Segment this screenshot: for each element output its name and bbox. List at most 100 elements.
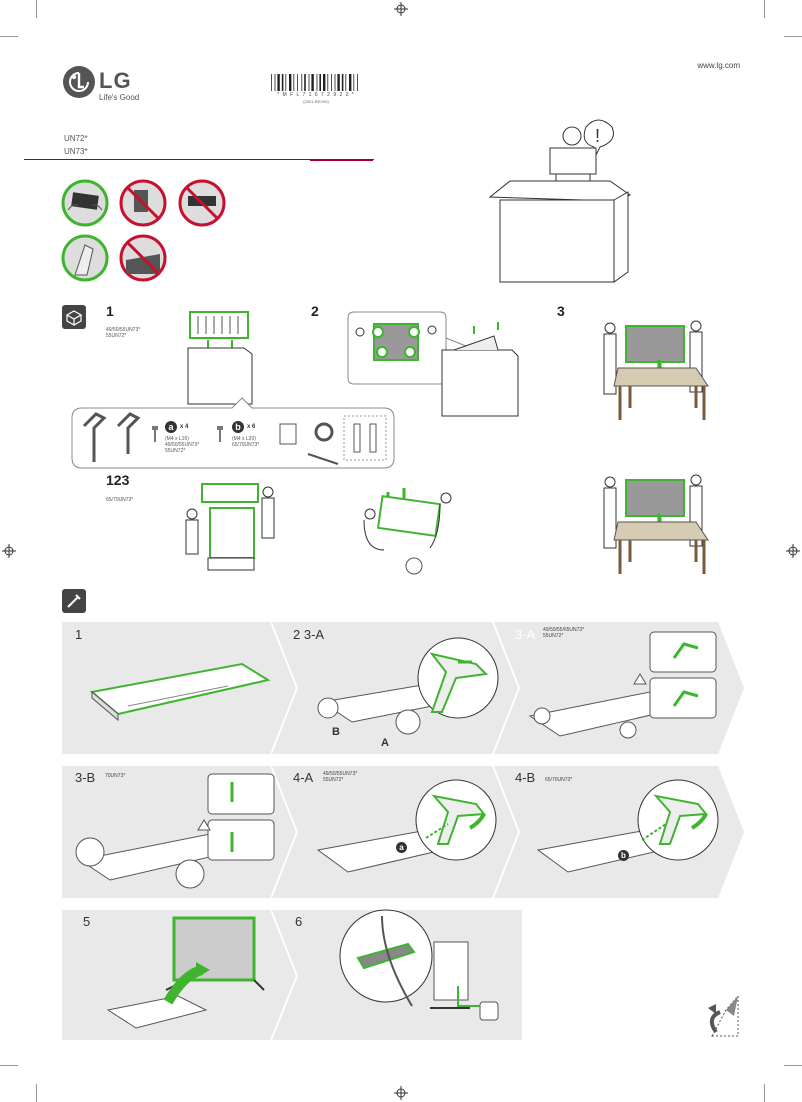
- crop-mark: [0, 36, 18, 37]
- open-box-illustration: [187, 311, 253, 405]
- unpack-step-1-note: 49/50/55UN73*55UN72*: [106, 327, 140, 339]
- barcode-bar: [337, 74, 340, 91]
- screw-b-spec: (M4 x L20)65/70UN73*: [232, 436, 259, 448]
- large-tv-on-table-illustration: [603, 474, 709, 574]
- barcode-bar: [293, 74, 295, 91]
- unpack-step-123-note: 65/70UN73*: [106, 497, 134, 503]
- screw-stand-large-illustration: [536, 779, 719, 873]
- assembly-step-4a-note: 49/50/55UN73*55UN72*: [323, 771, 357, 783]
- barcode-bar: [297, 74, 298, 91]
- model-note: 65/70UN73*: [232, 442, 260, 448]
- crop-mark: [0, 1065, 18, 1066]
- assembly-step-3b-note: 70UN73*: [105, 773, 126, 779]
- assembly-step-3a-label-faded: 3-A: [515, 627, 536, 642]
- screw-b-badge: b: [618, 850, 629, 861]
- barcode-bar: [353, 74, 355, 91]
- barcode-bar: [285, 74, 287, 91]
- barcode-bar: [345, 74, 347, 91]
- barcode-bar: [334, 74, 336, 91]
- page-turn-icon: [708, 994, 739, 1037]
- header-divider-accent: [310, 159, 373, 161]
- barcode-revision: (2001-REV00): [303, 99, 329, 104]
- screw-stand-illustration: [316, 779, 497, 873]
- accessories-callout: [71, 397, 395, 469]
- registration-mark-icon: [2, 544, 16, 558]
- large-box-unpack-illustration: [185, 483, 275, 571]
- crop-mark: [784, 1065, 802, 1066]
- screw-spec: (M4 x L20): [232, 436, 256, 442]
- barcode-bar: [331, 74, 332, 91]
- tv-face-down-illustration: [89, 662, 271, 722]
- screw-a-spec: (M4 x L16)49/50/55UN73*55UN72*: [165, 436, 199, 454]
- screw-a-badge: a: [396, 842, 407, 853]
- attach-stand-illustration: [317, 637, 499, 735]
- cable-management-illustration: [339, 909, 499, 1021]
- barcode-bar: [281, 74, 284, 91]
- correct-carry-icon: [61, 179, 109, 227]
- screw-spec: (M4 x L16): [165, 436, 189, 442]
- registration-mark-icon: [394, 2, 408, 16]
- barcode-bar: [319, 74, 321, 91]
- assembly-tool-icon: [62, 589, 86, 613]
- assembly-step-4a-label: 4-A: [293, 770, 314, 785]
- unbox-warning-illustration: !: [488, 119, 632, 283]
- crop-mark: [784, 36, 802, 37]
- barcode-bar: [304, 74, 306, 91]
- screw-b-count: x 6: [247, 424, 256, 430]
- model-note: 49/50/55UN73*: [165, 442, 200, 448]
- assembly-step-2-label: 2 3-A: [293, 627, 325, 642]
- screw-a-badge: a: [165, 421, 177, 433]
- assembly-step-3b-label: 3-B: [75, 770, 96, 785]
- registration-mark-icon: [394, 1086, 408, 1100]
- wrong-carry-icon: [119, 179, 167, 227]
- header-divider: [24, 159, 374, 160]
- model-note: 49/50/55/65UN73*: [543, 627, 585, 633]
- barcode-bar: [301, 74, 303, 91]
- model-note: 55UN72*: [165, 448, 186, 454]
- large-tv-lift-illustration: [363, 488, 452, 575]
- barcode-bar: [357, 74, 358, 91]
- stand-lock-illustration: [528, 631, 717, 739]
- model-name: UN72*: [64, 134, 88, 143]
- barcode-image: [271, 74, 358, 91]
- assembly-step-6-label: 6: [295, 914, 303, 929]
- crop-mark: [764, 1084, 765, 1102]
- barcode-bar: [316, 74, 318, 91]
- unpack-step-2-number: 2: [311, 303, 319, 319]
- assembly-step-4b-note: 65/70UN73*: [545, 777, 573, 783]
- stand-tv-up-illustration: [106, 916, 265, 1029]
- assembly-step-4b-label: 4-B: [515, 770, 536, 785]
- brand-name: LG: [99, 68, 132, 93]
- svg-text:!: !: [595, 126, 600, 146]
- box-icon: [62, 305, 86, 329]
- assembly-step-5-label: 5: [83, 914, 91, 929]
- screw-b-badge: b: [232, 421, 244, 433]
- step2-lift-illustration: [347, 311, 519, 417]
- brand-tagline: Life's Good: [99, 93, 140, 102]
- barcode-bar: [289, 74, 292, 91]
- correct-touch-icon: [61, 234, 109, 282]
- unpack-step-3-number: 3: [557, 303, 565, 319]
- barcode-number: * M F L 7 1 6 7 2 9 2 2 *: [277, 92, 355, 98]
- handling-guide-icons: [61, 179, 226, 282]
- model-note: 55UN72*: [106, 333, 127, 339]
- step3-place-on-table-illustration: [603, 320, 709, 420]
- barcode-bar: [274, 74, 276, 91]
- stand-lock-large-illustration: [75, 773, 275, 889]
- barcode-bar: [327, 74, 329, 91]
- model-name: UN73*: [64, 147, 88, 156]
- crop-mark: [36, 0, 37, 18]
- model-note: 55UN72*: [323, 777, 344, 783]
- barcode-bar: [323, 74, 326, 91]
- model-note: 49/50/55UN73*: [106, 327, 141, 333]
- crop-mark: [764, 0, 765, 18]
- lg-logo-icon: [63, 66, 95, 98]
- wrong-hold-icon: [178, 179, 226, 227]
- assembly-step-1-label: 1: [75, 627, 83, 642]
- barcode-bar: [308, 74, 310, 91]
- screw-a-count: x 4: [180, 424, 189, 430]
- wrong-press-icon: [119, 234, 167, 282]
- assembly-step-3a-note: 49/50/55/65UN73*55UN72*: [543, 627, 584, 639]
- model-note: 49/50/55UN73*: [323, 771, 358, 777]
- crop-mark: [36, 1084, 37, 1102]
